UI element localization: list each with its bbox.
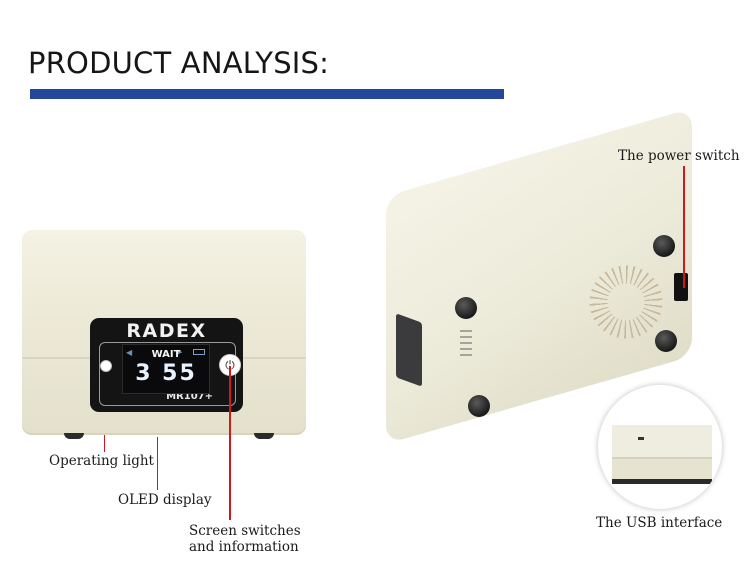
front-device-foot <box>254 433 274 439</box>
caption-operating-light: Operating light <box>49 453 154 469</box>
usb-device-foot <box>612 479 712 484</box>
rear-device-foot <box>468 395 490 417</box>
caption-screen-switches-1: Screen switches <box>189 523 301 539</box>
rear-device-foot <box>653 235 675 257</box>
rear-device-foot <box>655 330 677 352</box>
page-title: PRODUCT ANALYSIS: <box>28 46 330 80</box>
caption-usb-interface: The USB interface <box>596 515 723 531</box>
battery-icon <box>193 349 205 355</box>
caption-screen-switches-2: and information <box>189 539 299 555</box>
usb-device-top <box>612 425 712 459</box>
oled-display: ◀ ▶ WAIT 3 55 <box>122 344 210 394</box>
caption-oled-display: OLED display <box>118 492 212 508</box>
speaker-icon: ◀ <box>126 348 133 357</box>
rear-device-foot <box>455 297 477 319</box>
oled-status-text: WAIT <box>151 349 181 360</box>
rear-label-plate <box>396 313 422 387</box>
leader-line <box>683 166 685 288</box>
oled-reading: 3 55 <box>135 361 197 386</box>
usb-inset-image <box>598 385 722 509</box>
leader-line <box>157 437 158 490</box>
operating-light <box>100 360 112 372</box>
brand-logo: RADEX <box>126 320 207 342</box>
rear-fine-print <box>460 330 472 366</box>
model-label: MR107+ <box>166 391 213 402</box>
caption-power-switch: The power switch <box>618 148 740 164</box>
power-switch[interactable] <box>674 273 688 301</box>
usb-device-bottom <box>612 459 712 479</box>
leader-line <box>104 435 105 452</box>
usb-port <box>638 437 644 440</box>
speaker-vent <box>589 265 663 339</box>
play-icon: ▶ <box>177 348 183 356</box>
leader-line <box>229 366 231 520</box>
title-underline <box>30 89 504 99</box>
front-device-foot <box>64 433 84 439</box>
